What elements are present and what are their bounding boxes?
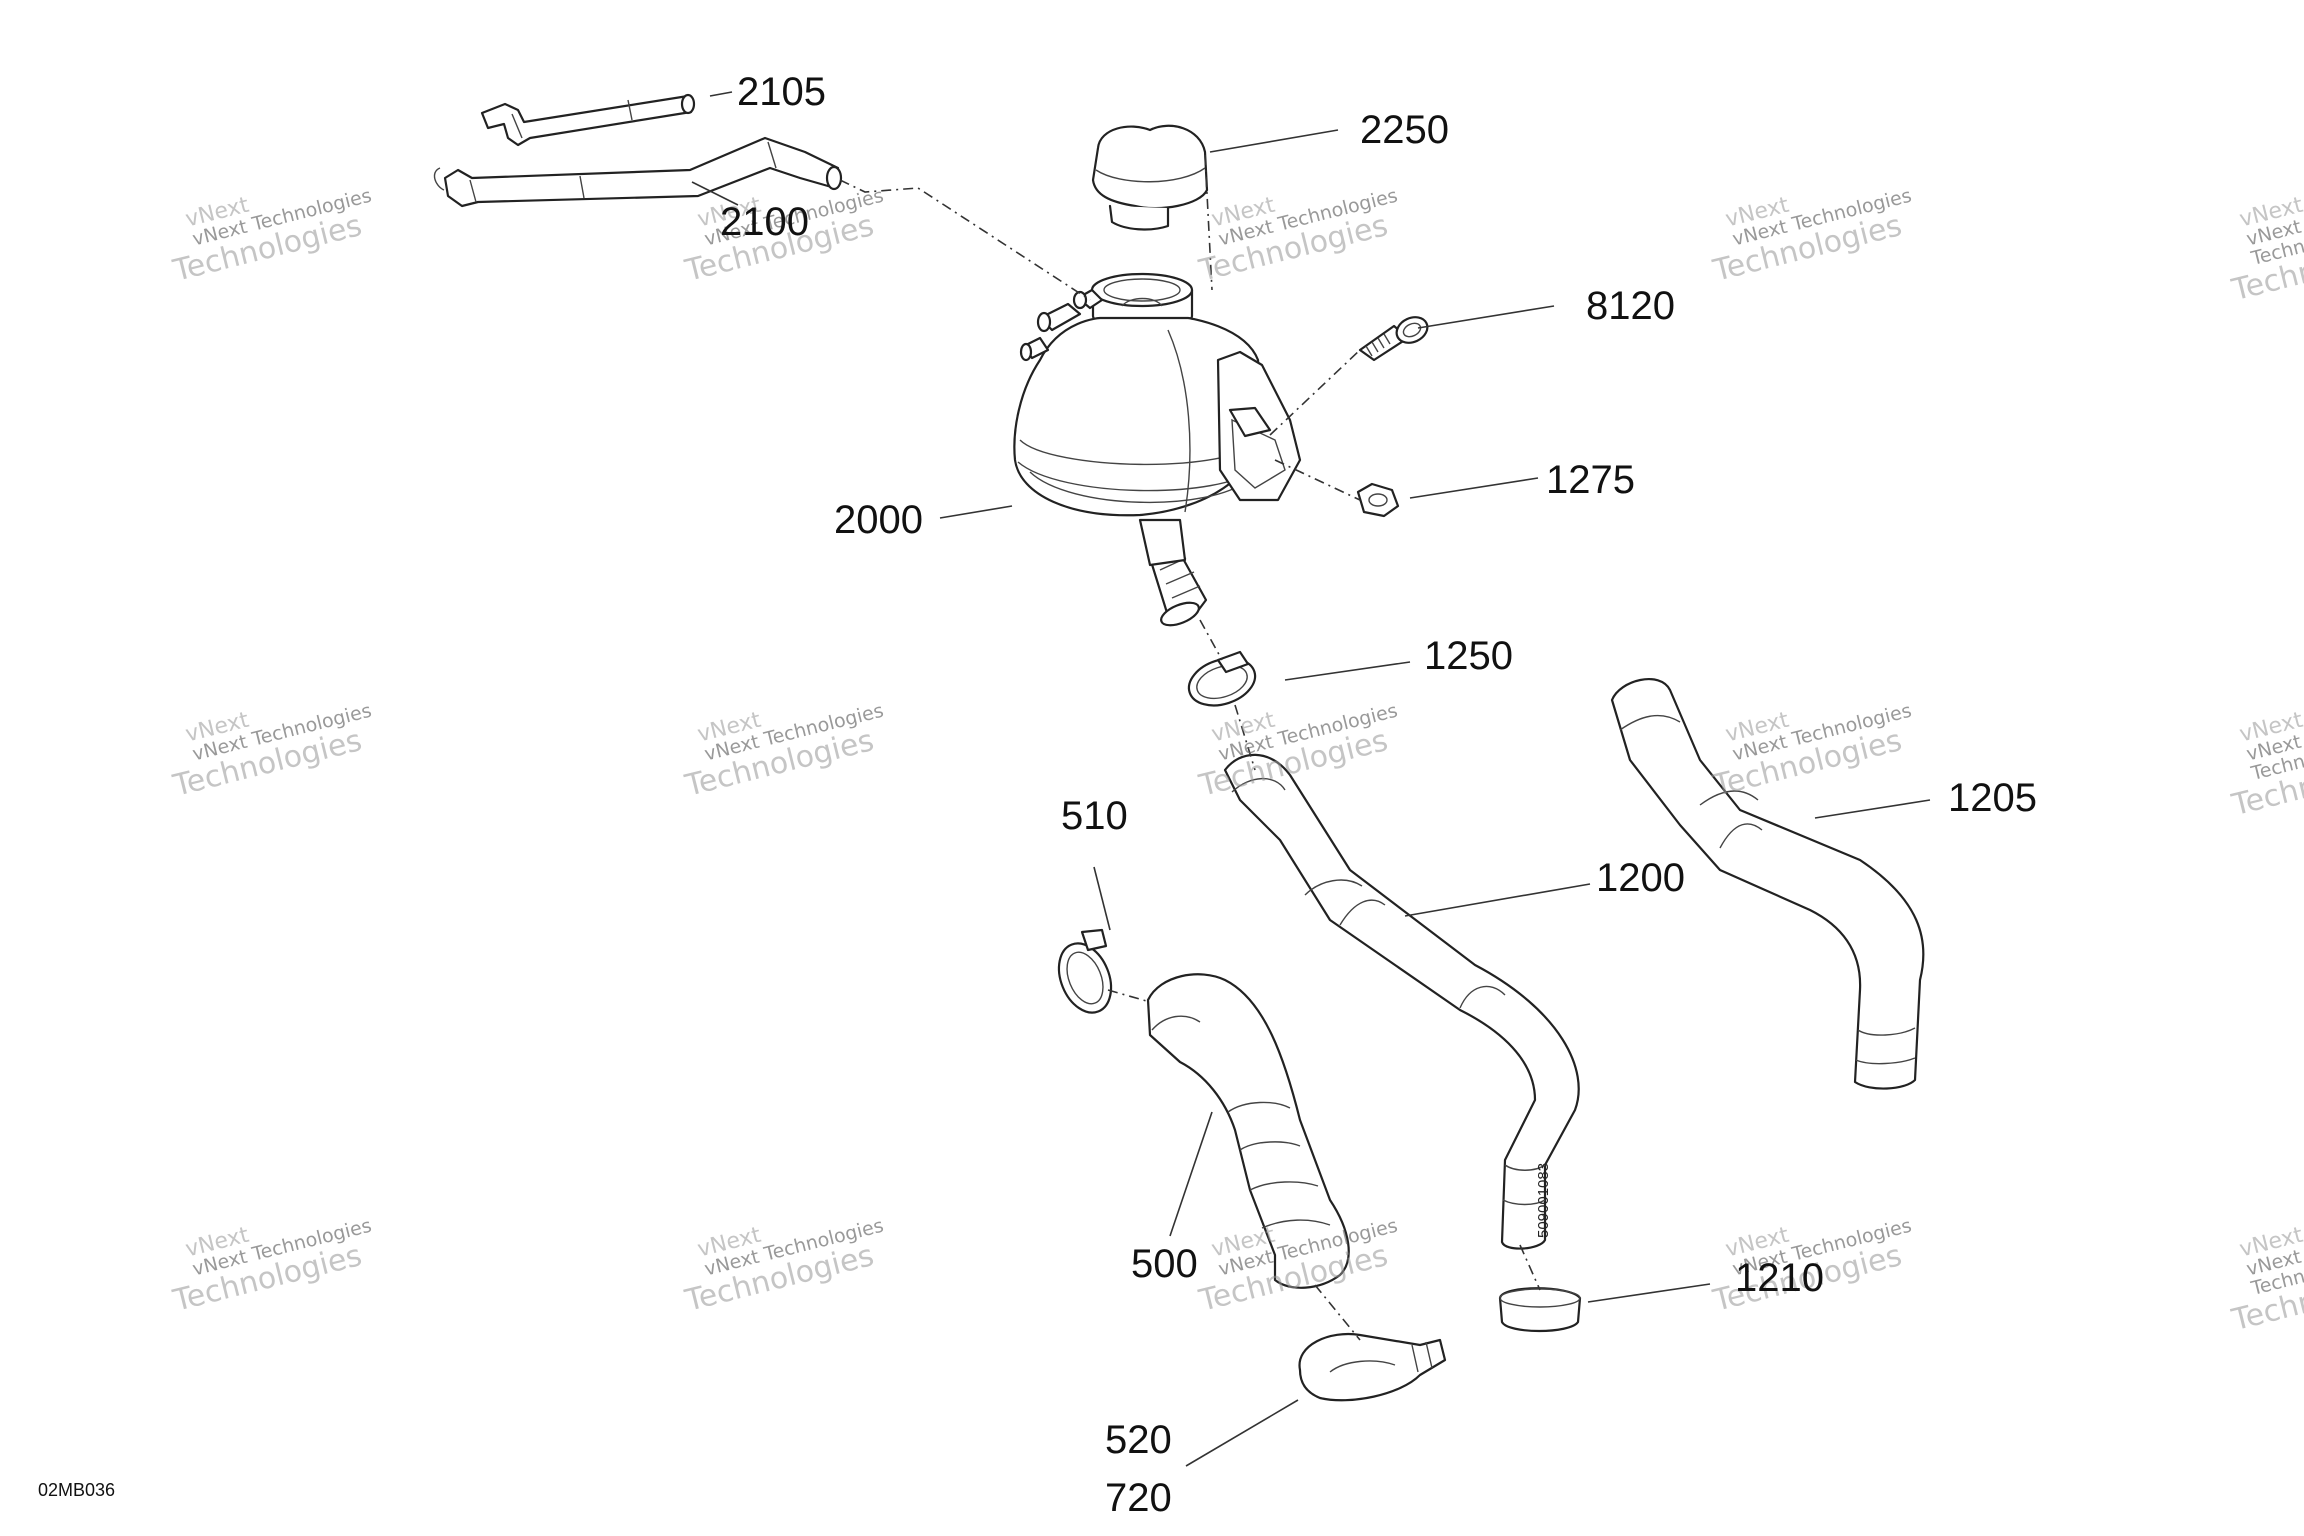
diagram-code: 02MB036 — [38, 1480, 116, 1500]
coolant-hose-500[interactable] — [1146, 973, 1350, 1289]
callout-720[interactable]: 720 — [1105, 1476, 1172, 1520]
callout-2250[interactable]: 2250 — [1360, 108, 1449, 152]
expansion-tank-2000[interactable] — [1013, 272, 1302, 630]
leader-lines — [691, 91, 1931, 1467]
nut-1275[interactable] — [1356, 482, 1400, 518]
vent-hose-2105[interactable] — [480, 93, 696, 147]
callout-1275[interactable]: 1275 — [1546, 458, 1635, 502]
pressure-cap-2250[interactable] — [1091, 124, 1209, 231]
callout-1210[interactable]: 1210 — [1735, 1256, 1824, 1300]
callout-520[interactable]: 520 — [1105, 1418, 1172, 1462]
clamp-1210[interactable] — [1498, 1287, 1582, 1333]
hose-print-number: 509001083 — [1535, 1163, 1552, 1238]
callout-8120[interactable]: 8120 — [1586, 284, 1675, 328]
clamp-510[interactable] — [1049, 928, 1120, 1020]
callout-2000[interactable]: 2000 — [834, 498, 923, 542]
callout-2100[interactable]: 2100 — [720, 200, 809, 244]
clamp-520-720[interactable] — [1298, 1332, 1447, 1402]
callout-500[interactable]: 500 — [1131, 1242, 1198, 1286]
callout-2105[interactable]: 2105 — [737, 70, 826, 114]
callout-1250[interactable]: 1250 — [1424, 634, 1513, 678]
callout-1205[interactable]: 1205 — [1948, 776, 2037, 820]
clamp-1250[interactable] — [1183, 650, 1261, 714]
alignment-lines — [839, 154, 1541, 1341]
vent-hose-2100[interactable] — [433, 136, 843, 208]
callout-1200[interactable]: 1200 — [1596, 856, 1685, 900]
screw-8120[interactable] — [1358, 312, 1432, 362]
coolant-hose-1200[interactable]: 509001083 — [1223, 753, 1580, 1250]
callout-510[interactable]: 510 — [1061, 794, 1128, 838]
coolant-hose-1205[interactable] — [1610, 678, 1925, 1090]
